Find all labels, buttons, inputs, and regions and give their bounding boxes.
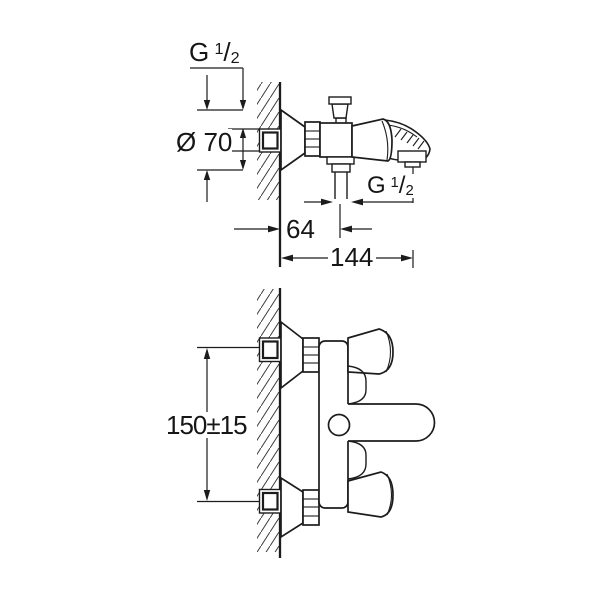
plan-view-drawing [197, 288, 436, 558]
spout-aerator-ring [404, 161, 421, 168]
thread-letter: G [189, 37, 210, 67]
side-view-dimensions [190, 67, 414, 268]
diverter-knob-circle [327, 413, 351, 437]
lower-body-notch [347, 440, 367, 480]
depth-dimension-label: 144 [330, 242, 374, 272]
spout-contour-line [387, 124, 418, 138]
lower-escutcheon-flange [280, 476, 304, 539]
lower-handle-cap-contour [386, 473, 393, 516]
side-view-drawing [190, 67, 431, 268]
thread-size-label-bottom: G 1/2 [367, 174, 414, 198]
mixer-handle [351, 118, 393, 162]
spout-knurling [394, 128, 425, 150]
spout-arm-fill [346, 404, 435, 441]
spout-aerator-housing [397, 150, 427, 163]
thread-slash: / [398, 172, 406, 199]
flange-diameter-label: Ø 70 [176, 127, 233, 157]
upper-escutcheon-flange [280, 320, 304, 390]
upper-union-nut [302, 337, 320, 373]
spout-arm [348, 403, 436, 442]
escutcheon-flange [280, 108, 306, 172]
thread-slash: / [223, 37, 231, 67]
upper-wall-union [258, 337, 282, 363]
thread-numerator: 1 [214, 40, 224, 59]
lower-wall-union [258, 488, 282, 514]
offset-dimension-label: 64 [286, 214, 315, 244]
mixer-body [319, 122, 353, 158]
lower-handle [347, 471, 394, 518]
upper-body-notch [347, 365, 367, 405]
lower-union-nut [302, 489, 320, 526]
thread-numerator: 1 [390, 174, 399, 191]
upper-handle-cap-contour [385, 330, 392, 373]
union-nut [304, 121, 321, 157]
shower-hose-outlet [326, 156, 355, 199]
thread-size-label-top: G 1/2 [189, 37, 240, 67]
bath-spout [384, 119, 431, 161]
upper-handle [347, 328, 394, 375]
wall-union-square [258, 128, 282, 153]
thread-denominator: 2 [230, 48, 240, 67]
thread-denominator: 2 [405, 182, 414, 199]
diverter-knob [328, 96, 352, 127]
inlet-spacing-label: 150±15 [166, 410, 248, 440]
handle-cap-contour [381, 120, 389, 161]
thread-letter: G [367, 172, 386, 199]
